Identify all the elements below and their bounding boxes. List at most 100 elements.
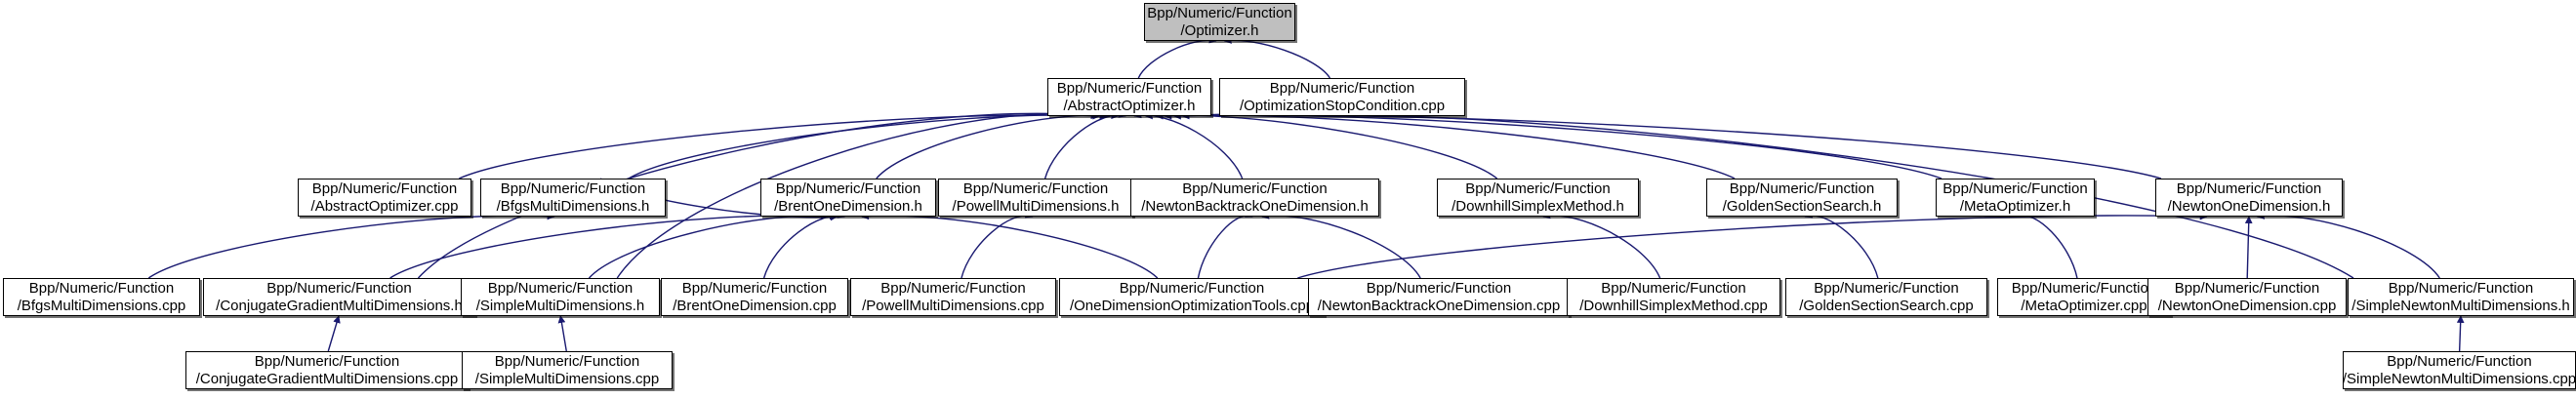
node-brent_cpp[interactable]: Bpp/Numeric/Function/BrentOneDimension.c… [661,278,848,316]
node-label-line2: /OptimizationStopCondition.cpp [1239,97,1446,114]
node-label-line1: Bpp/Numeric/Function [1056,80,1203,98]
node-label-line1: Bpp/Numeric/Function [2176,180,2322,198]
node-label-line2: /PowellMultiDimensions.h [952,197,1120,215]
node-golden_h[interactable]: Bpp/Numeric/Function/GoldenSectionSearch… [1706,179,1898,217]
node-label-line2: /MetaOptimizer.cpp [2021,297,2147,314]
node-label-line1: Bpp/Numeric/Function [1119,280,1265,298]
node-label-line2: /SimpleMultiDimensions.cpp [474,370,660,387]
edge-downhill_h-to-abstract_optimizer_h [1144,111,1498,180]
edge-brent_h-to-abstract_optimizer_h [876,111,1120,180]
node-label-line1: Bpp/Numeric/Function [266,280,412,298]
node-label-line1: Bpp/Numeric/Function [28,280,175,298]
node-label-line2: /NewtonBacktrackOneDimension.h [1141,197,1369,215]
edge-odot_cpp-to-brent_h [861,212,1159,279]
node-brent_h[interactable]: Bpp/Numeric/Function/BrentOneDimension.h [760,179,936,217]
node-simple_cpp[interactable]: Bpp/Numeric/Function/SimpleMultiDimensio… [462,351,673,389]
node-newtonbt_cpp[interactable]: Bpp/Numeric/Function/NewtonBacktrackOneD… [1308,278,1570,316]
node-golden_cpp[interactable]: Bpp/Numeric/Function/GoldenSectionSearch… [1785,278,1987,316]
edge-conjgrad_h-to-abstract_optimizer_h [417,111,1099,279]
node-simple_h[interactable]: Bpp/Numeric/Function/SimpleMultiDimensio… [461,278,660,316]
edge-simplenewton_cpp-to-simplenewton_h [2456,315,2465,352]
node-label-line2: /BfgsMultiDimensions.cpp [17,297,186,314]
node-label-line2: /GoldenSectionSearch.cpp [1799,297,1974,314]
node-label-line1: Bpp/Numeric/Function [2011,280,2157,298]
node-label-line1: Bpp/Numeric/Function [2387,353,2532,371]
node-bfgs_h[interactable]: Bpp/Numeric/Function/BfgsMultiDimensions… [480,179,666,217]
edge-bfgs_h-to-abstract_optimizer_h [628,111,1108,180]
edge-newton1d_h-to-abstract_optimizer_h [1173,111,2162,180]
node-conjgrad_h[interactable]: Bpp/Numeric/Function/ConjugateGradientMu… [203,278,475,316]
node-label-line1: Bpp/Numeric/Function [2388,280,2534,298]
edge-meta_cpp-to-meta_h [2017,210,2078,279]
node-label-line2: /SimpleNewtonMultiDimensions.h [2351,297,2570,314]
node-optimizer[interactable]: Bpp/Numeric/Function/Optimizer.h [1144,3,1295,41]
node-simplenewton_h[interactable]: Bpp/Numeric/Function/SimpleNewtonMultiDi… [2348,278,2574,316]
node-opt_stop_cond_cpp[interactable]: Bpp/Numeric/Function/OptimizationStopCon… [1219,78,1465,116]
edge-newton1d_cpp-to-newton1d_h [2244,216,2253,279]
node-label-line1: Bpp/Numeric/Function [2174,280,2320,298]
node-label-line2: /BrentOneDimension.h [774,197,922,215]
node-downhill_cpp[interactable]: Bpp/Numeric/Function/DownhillSimplexMeth… [1567,278,1780,316]
edge-simple_cpp-to-simple_h [557,315,567,352]
node-meta_h[interactable]: Bpp/Numeric/Function/MetaOptimizer.h [1936,179,2095,217]
node-label-line2: /Optimizer.h [1180,21,1259,39]
node-newtonbt_h[interactable]: Bpp/Numeric/Function/NewtonBacktrackOneD… [1130,179,1379,217]
edge-powell_cpp-to-powell_h [961,211,1034,279]
node-label-line2: /MetaOptimizer.h [1959,197,2071,215]
node-label-line2: /ConjugateGradientMultiDimensions.cpp [195,370,459,387]
node-label-line1: Bpp/Numeric/Function [311,180,458,198]
edge-abstract_optimizer_h-to-optimizer [1137,35,1217,79]
node-label-line1: Bpp/Numeric/Function [962,180,1109,198]
node-label-line1: Bpp/Numeric/Function [1814,280,1959,298]
node-label-line2: /NewtonOneDimension.h [2167,197,2331,215]
edge-conjgrad_cpp-to-conjgrad_h [327,315,341,352]
node-label-line2: /AbstractOptimizer.h [1063,97,1196,114]
node-label-line2: /DownhillSimplexMethod.h [1452,197,1624,215]
node-label-line2: /DownhillSimplexMethod.cpp [1579,297,1768,314]
node-newton1d_cpp[interactable]: Bpp/Numeric/Function/NewtonOneDimension.… [2147,278,2347,316]
node-newton1d_h[interactable]: Bpp/Numeric/Function/NewtonOneDimension.… [2155,179,2343,217]
node-bfgs_cpp[interactable]: Bpp/Numeric/Function/BfgsMultiDimensions… [3,278,200,316]
node-label-line2: /OneDimensionOptimizationTools.cpp [1069,297,1315,314]
node-label-line2: /SimpleNewtonMultiDimensions.cpp [2342,370,2576,387]
node-label-line1: Bpp/Numeric/Function [1182,180,1328,198]
node-conjgrad_cpp[interactable]: Bpp/Numeric/Function/ConjugateGradientMu… [185,351,469,389]
node-label-line1: Bpp/Numeric/Function [1465,180,1611,198]
node-label-line1: Bpp/Numeric/Function [880,280,1026,298]
node-label-line1: Bpp/Numeric/Function [681,280,828,298]
node-odot_cpp[interactable]: Bpp/Numeric/Function/OneDimensionOptimiz… [1059,278,1325,316]
edge-odot_cpp-to-newtonbt_h [1197,210,1253,279]
node-label-line2: /ConjugateGradientMultiDimensions.h [216,297,463,314]
node-label-line1: Bpp/Numeric/Function [1942,180,2088,198]
node-downhill_h[interactable]: Bpp/Numeric/Function/DownhillSimplexMeth… [1437,179,1639,217]
node-powell_h[interactable]: Bpp/Numeric/Function/PowellMultiDimensio… [938,179,1133,217]
edge-downhill_cpp-to-downhill_h [1542,211,1661,279]
edge-conjgrad_h-to-brent_h [389,212,829,279]
node-label-line2: /AbstractOptimizer.cpp [310,197,459,215]
edge-simple_h-to-abstract_optimizer_h [616,111,1108,279]
node-meta_cpp[interactable]: Bpp/Numeric/Function/MetaOptimizer.cpp [1997,278,2171,316]
node-label-line1: Bpp/Numeric/Function [494,353,640,371]
edge-opt_stop_cond_cpp-to-optimizer [1223,36,1331,79]
node-label-line2: /BfgsMultiDimensions.h [496,197,650,215]
node-simplenewton_cpp[interactable]: Bpp/Numeric/Function/SimpleNewtonMultiDi… [2343,351,2576,389]
node-label-line1: Bpp/Numeric/Function [1269,80,1415,98]
edge-abstract_optimizer_cpp-to-abstract_optimizer_h [459,111,1101,180]
edge-golden_h-to-abstract_optimizer_h [1155,111,1736,180]
node-abstract_optimizer_h[interactable]: Bpp/Numeric/Function/AbstractOptimizer.h [1047,78,1211,116]
node-label-line2: /SimpleMultiDimensions.h [475,297,645,314]
node-abstract_optimizer_cpp[interactable]: Bpp/Numeric/Function/AbstractOptimizer.c… [298,179,471,217]
node-label-line2: /NewtonBacktrackOneDimension.cpp [1317,297,1561,314]
edge-odot_cpp-to-newton1d_h [1297,212,2208,279]
node-label-line1: Bpp/Numeric/Function [487,280,634,298]
node-powell_cpp[interactable]: Bpp/Numeric/Function/PowellMultiDimensio… [850,278,1056,316]
edge-powell_h-to-abstract_optimizer_h [1043,110,1126,180]
node-label-line2: /NewtonOneDimension.cpp [2157,297,2337,314]
node-label-line1: Bpp/Numeric/Function [500,180,646,198]
node-label-line2: /PowellMultiDimensions.cpp [862,297,1044,314]
node-label-line1: Bpp/Numeric/Function [1601,280,1746,298]
node-label-line2: /BrentOneDimension.cpp [673,297,837,314]
edge-brent_cpp-to-brent_h [762,211,845,279]
edge-simple_h-to-brent_h [588,212,838,279]
